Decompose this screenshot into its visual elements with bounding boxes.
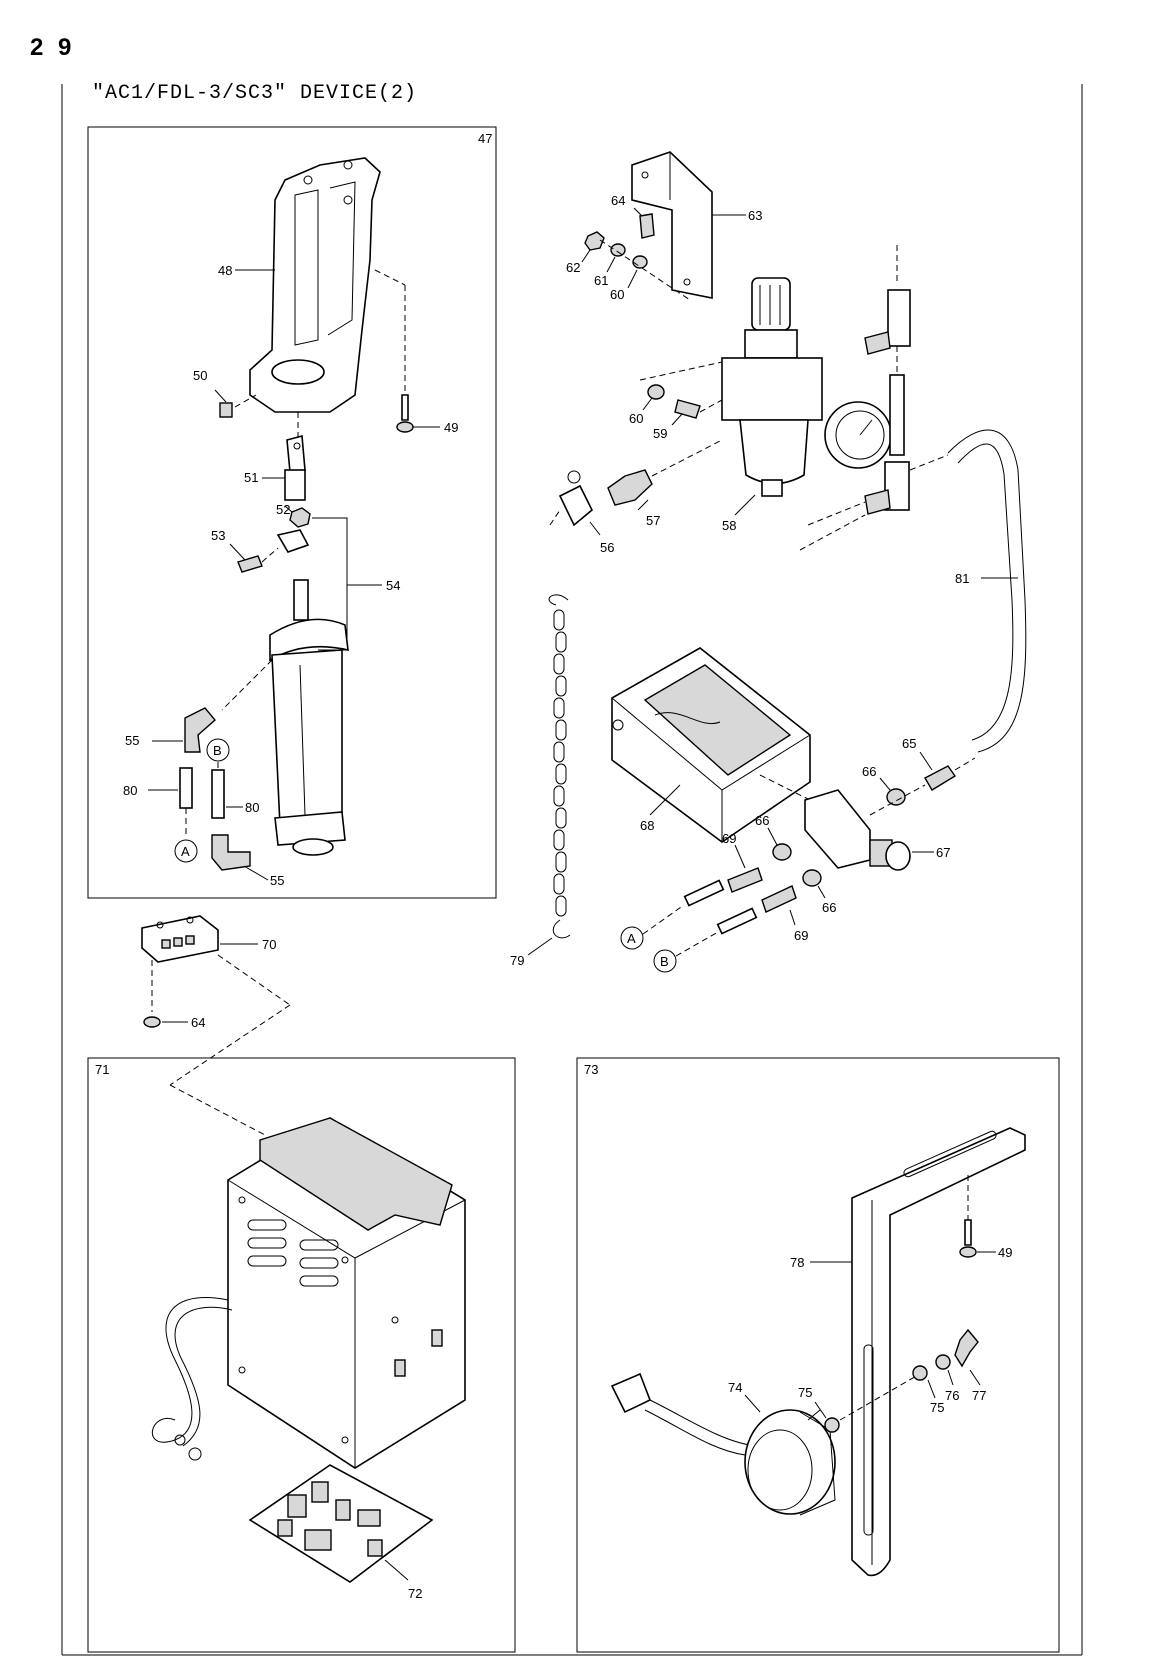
circuit-board <box>250 1465 432 1582</box>
panel-number-73: 73 <box>584 1062 598 1077</box>
part-label-63: 63 <box>748 208 762 223</box>
air-cylinder <box>270 580 348 855</box>
wing-nut-icon <box>955 1330 978 1366</box>
part-label-65: 65 <box>902 736 916 751</box>
part-label-51: 51 <box>244 470 258 485</box>
part-label-49: 49 <box>444 420 458 435</box>
screw-icon <box>397 422 413 432</box>
part-label-55b: 55 <box>270 873 284 888</box>
part-label-67: 67 <box>936 845 950 860</box>
part-label-50: 50 <box>193 368 207 383</box>
set-screw <box>220 403 232 417</box>
cylinder-bracket <box>250 158 380 412</box>
connector-bracket <box>142 916 218 962</box>
part-label-48: 48 <box>218 263 232 278</box>
part-label-58: 58 <box>722 518 736 533</box>
rod-end <box>287 436 305 472</box>
part-label-72: 72 <box>408 1586 422 1601</box>
ref-a-lower: A <box>181 844 190 859</box>
part-label-64a: 64 <box>611 193 625 208</box>
part-label-62: 62 <box>566 260 580 275</box>
part-label-76: 76 <box>945 1388 959 1403</box>
panel-number-71: 71 <box>95 1062 109 1077</box>
part-label-69b: 69 <box>794 928 808 943</box>
socket-coupling <box>560 486 592 525</box>
part-label-60b: 60 <box>629 411 643 426</box>
part-label-78: 78 <box>790 1255 804 1270</box>
part-label-66b: 66 <box>755 813 769 828</box>
part-label-60a: 60 <box>610 287 624 302</box>
chain <box>549 595 570 938</box>
tee-fitting <box>888 290 910 346</box>
part-label-80a: 80 <box>123 783 137 798</box>
part-label-69a: 69 <box>722 831 736 846</box>
panel-cylinder-assembly: 47 48 50 49 51 <box>88 127 496 898</box>
ref-a-right: A <box>627 931 636 946</box>
plug-fitting <box>608 470 652 505</box>
part-label-80b: 80 <box>245 800 259 815</box>
knee-pad <box>745 1410 835 1514</box>
air-hose <box>948 430 1026 752</box>
part-label-61: 61 <box>594 273 608 288</box>
page-frame <box>62 84 1082 1655</box>
part-label-81: 81 <box>955 571 969 586</box>
part-label-54: 54 <box>386 578 400 593</box>
part-label-79: 79 <box>510 953 524 968</box>
panel-knee-switch: 73 78 49 74 75 75 76 <box>577 1058 1059 1652</box>
part-label-64b: 64 <box>191 1015 205 1030</box>
part-label-56: 56 <box>600 540 614 555</box>
filter-regulator-group: 63 64 62 61 60 58 <box>550 152 1026 752</box>
clamp <box>278 530 308 552</box>
ref-b-right: B <box>660 954 669 969</box>
panel-number-47: 47 <box>478 131 492 146</box>
part-label-53: 53 <box>211 528 225 543</box>
part-label-70: 70 <box>262 937 276 952</box>
control-box <box>228 1118 465 1468</box>
part-label-66a: 66 <box>862 764 876 779</box>
panel-control-box: 71 <box>88 1058 515 1652</box>
ref-b-upper: B <box>213 743 222 758</box>
part-label-52: 52 <box>276 502 290 517</box>
part-label-77: 77 <box>972 1388 986 1403</box>
pressure-gauge-icon <box>825 402 891 468</box>
filter-regulator <box>722 278 891 496</box>
toggle-switch-icon <box>395 1360 405 1376</box>
part-label-66c: 66 <box>822 900 836 915</box>
part-label-74: 74 <box>728 1380 742 1395</box>
part-label-55a: 55 <box>125 733 139 748</box>
part-label-75a: 75 <box>798 1385 812 1400</box>
elbow-fitting <box>185 708 215 752</box>
part-label-49b: 49 <box>998 1245 1012 1260</box>
part-label-57: 57 <box>646 513 660 528</box>
power-cable <box>152 1298 228 1443</box>
part-label-75b: 75 <box>930 1400 944 1415</box>
part-label-59: 59 <box>653 426 667 441</box>
part-label-68: 68 <box>640 818 654 833</box>
foot-pedal-valve <box>612 648 810 842</box>
l-bracket <box>852 1128 1025 1575</box>
